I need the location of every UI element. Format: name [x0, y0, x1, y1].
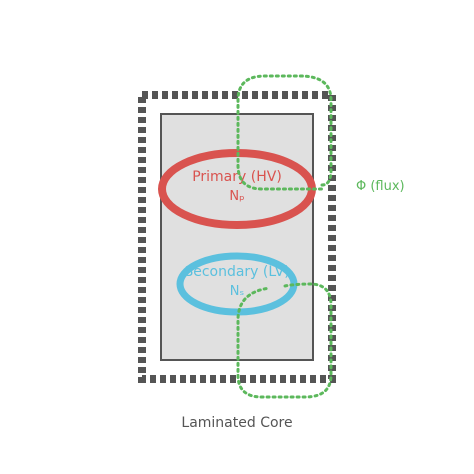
primary-turns-label: Nₚ: [229, 189, 244, 204]
laminated-core-label: Laminated Core: [181, 415, 292, 431]
flux-label: Φ (flux): [356, 179, 405, 194]
primary-coil-label: Primary (HV): [192, 169, 282, 185]
flux-path-upper: [236, 74, 333, 191]
flux-path-lower: [236, 282, 333, 399]
secondary-turns-label: Nₛ: [230, 284, 245, 299]
secondary-coil-label: Secondary (LV): [184, 264, 289, 280]
secondary-coil: [176, 252, 298, 316]
